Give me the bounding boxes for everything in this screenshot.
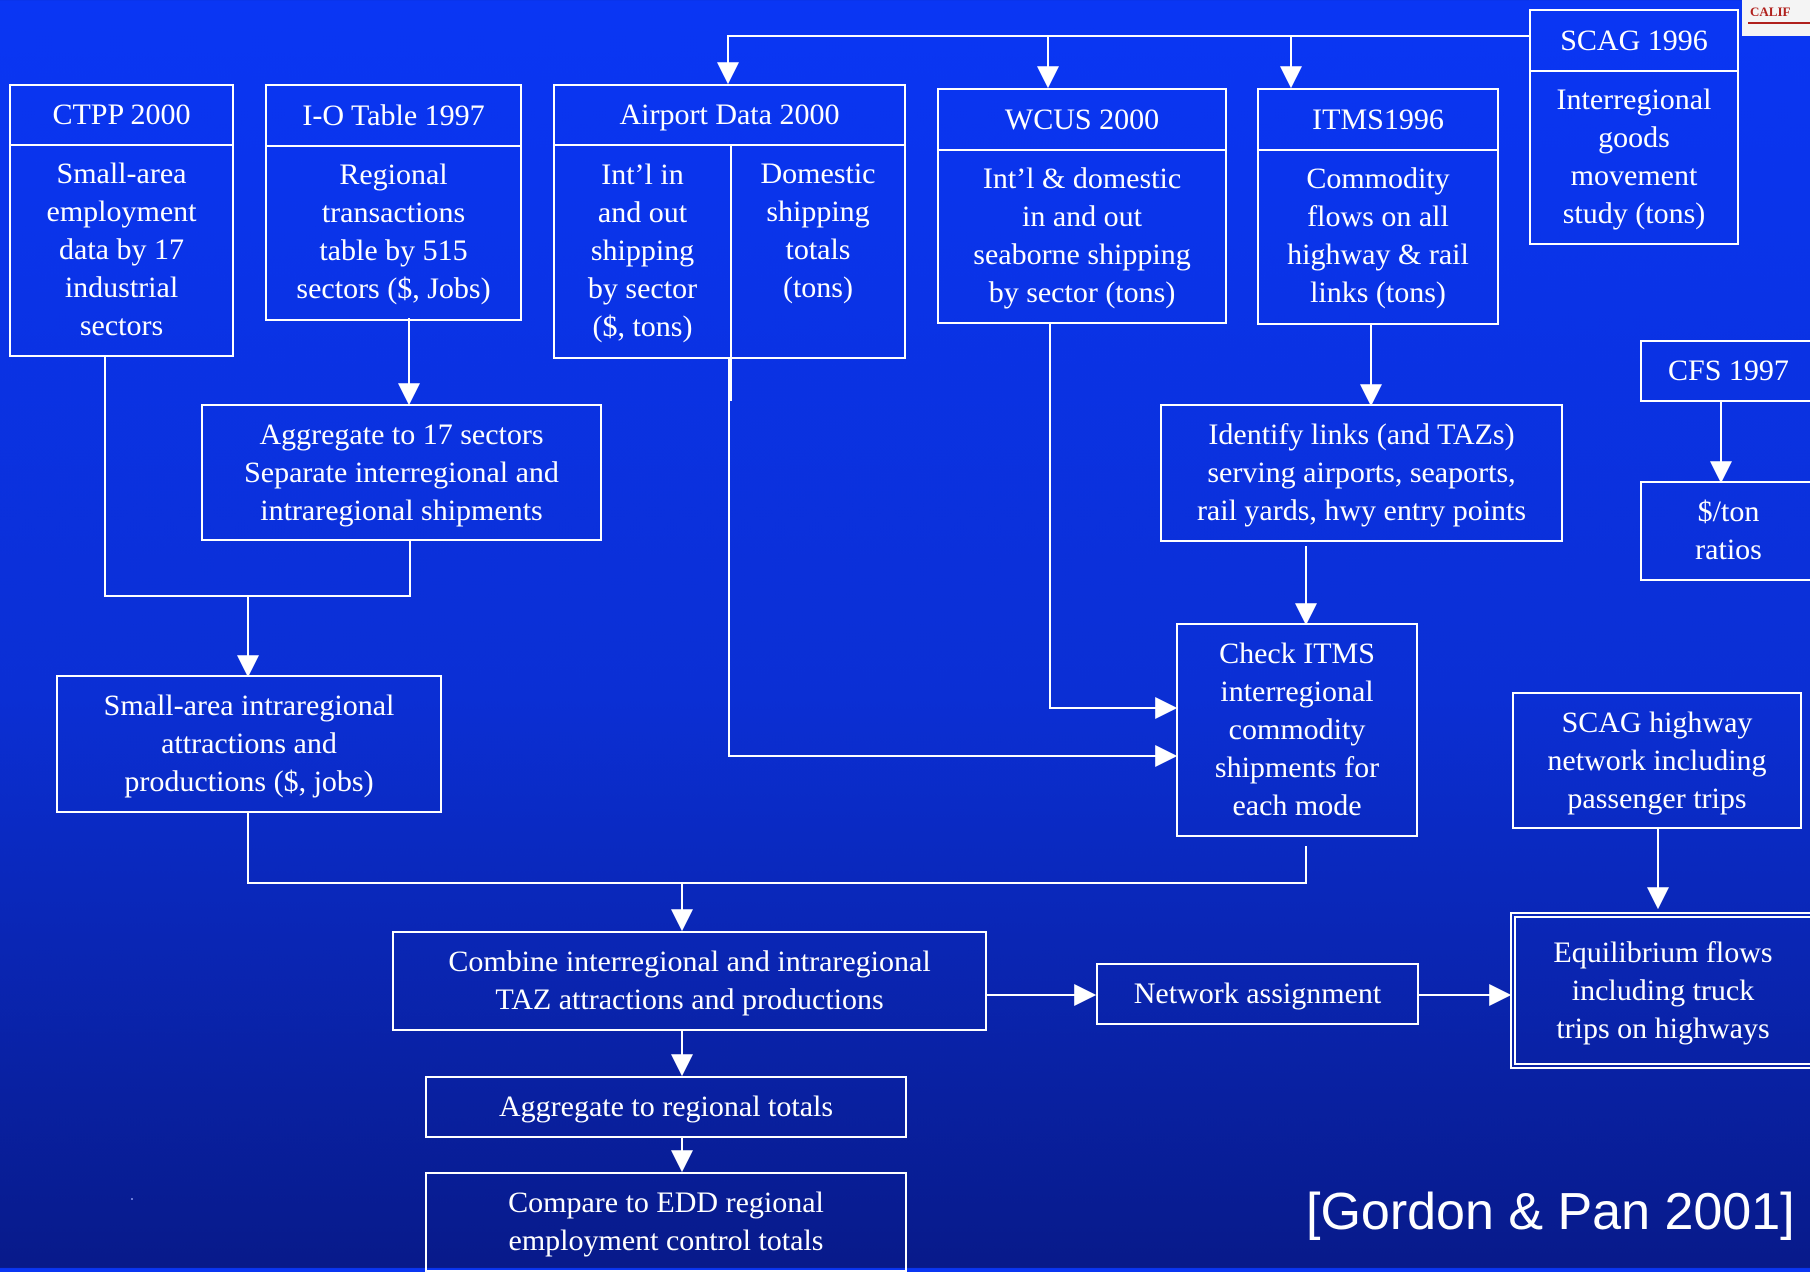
identify-links-box: Identify links (and TAZs) serving airpor… — [1160, 404, 1563, 542]
io-table-1997-body: Regional transactions table by 515 secto… — [296, 158, 491, 305]
itms-1996-body: Commodity flows on all highway & rail li… — [1287, 162, 1469, 309]
logo-underline — [1748, 22, 1810, 24]
equilibrium-flows-box: Equilibrium flows including truck trips … — [1510, 912, 1810, 1069]
check-itms-box: Check ITMS interregional commodity shipm… — [1176, 623, 1418, 837]
airport-domestic-body: Domestic shipping totals (tons) — [760, 156, 876, 304]
combine-attractions-box: Combine interregional and intraregional … — [392, 931, 987, 1031]
ctpp-2000-title: CTPP 2000 — [11, 86, 232, 146]
connector-wcus-check — [1049, 324, 1178, 719]
compare-edd-box: Compare to EDD regional employment contr… — [425, 1172, 907, 1272]
connector-scag-top — [717, 35, 1530, 85]
ctpp-2000-body: Small-area employment data by 17 industr… — [46, 156, 197, 342]
airport-data-2000-box: Airport Data 2000 Int’l in and out shipp… — [553, 84, 906, 401]
small-area-intraregional-box: Small-area intraregional attractions and… — [56, 675, 442, 813]
airport-divider — [730, 144, 732, 401]
ctpp-2000-box: CTPP 2000 Small-area employment data by … — [9, 84, 234, 357]
scag-1996-box: SCAG 1996 Interregional goods movement s… — [1529, 9, 1739, 245]
scag-1996-body: Interregional goods movement study (tons… — [1556, 82, 1712, 230]
wcus-2000-body: Int’l & domestic in and out seaborne shi… — [973, 161, 1191, 309]
stray-dot — [131, 1198, 133, 1200]
io-table-1997-box: I-O Table 1997 Regional transactions tab… — [265, 84, 522, 321]
scag-1996-title: SCAG 1996 — [1531, 11, 1737, 72]
cfs-1997-box: CFS 1997 — [1640, 340, 1810, 402]
itms-1996-title: ITMS1996 — [1259, 90, 1497, 151]
network-assignment-box: Network assignment — [1096, 963, 1419, 1025]
wcus-2000-box: WCUS 2000 Int’l & domestic in and out se… — [937, 88, 1227, 324]
airport-domestic-extension — [553, 357, 730, 360]
itms-1996-box: ITMS1996 Commodity flows on all highway … — [1257, 88, 1499, 325]
wcus-2000-title: WCUS 2000 — [939, 90, 1225, 151]
connector-airport-check — [728, 359, 1178, 767]
airport-international-body: Int’l in and out shipping by sector ($, … — [587, 157, 698, 343]
aggregate-regional-totals-box: Aggregate to regional totals — [425, 1076, 907, 1138]
ton-ratios-box: $/ton ratios — [1640, 481, 1810, 581]
airport-data-2000-title: Airport Data 2000 — [555, 86, 904, 146]
aggregate-17-sectors-box: Aggregate to 17 sectors Separate interre… — [201, 404, 602, 541]
citation-text: [Gordon & Pan 2001] — [1306, 1183, 1795, 1241]
california-logo-badge: CALIF — [1742, 0, 1810, 36]
scag-highway-network-box: SCAG highway network including passenger… — [1512, 692, 1802, 829]
io-table-1997-title: I-O Table 1997 — [267, 86, 520, 147]
connector-merge-combine — [247, 813, 1307, 929]
